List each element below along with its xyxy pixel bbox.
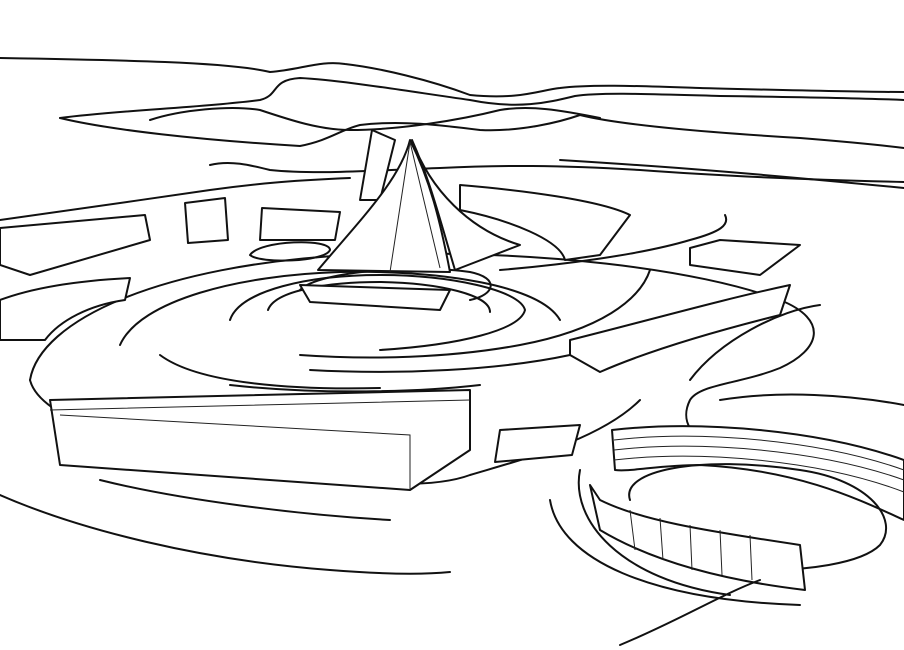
back-bench xyxy=(259,207,341,241)
step-lines xyxy=(613,435,904,493)
plaza-far-edge xyxy=(559,159,904,189)
inner-pool xyxy=(299,268,492,301)
sail-monument xyxy=(299,129,521,311)
ring-2 xyxy=(159,354,381,390)
ring-6 xyxy=(299,269,651,359)
right-arc-bench xyxy=(459,184,631,261)
sail-right xyxy=(411,139,521,271)
ring-right xyxy=(499,214,728,271)
landscape-outlines xyxy=(0,57,904,221)
shoreline-inner xyxy=(59,77,904,119)
sail-base-block xyxy=(299,284,451,311)
ring-7 xyxy=(309,354,571,373)
pond-inner xyxy=(149,106,601,131)
far-right-bench xyxy=(689,239,801,276)
front-block-edge xyxy=(49,399,471,490)
mid-slab xyxy=(494,424,581,463)
shoreline-top xyxy=(0,57,904,98)
path-line xyxy=(619,579,761,646)
ground-line xyxy=(209,161,904,183)
back-left-wall xyxy=(184,197,229,244)
ground-line-2 xyxy=(0,177,351,221)
amphitheater-front-wall xyxy=(589,484,806,591)
plaza-outer-ring xyxy=(29,252,815,446)
right-edge-curve xyxy=(689,304,904,406)
amphitheater-pit xyxy=(628,463,887,571)
front-block xyxy=(49,389,471,491)
amphitheater-steps xyxy=(611,425,904,521)
left-arc-bench xyxy=(0,277,131,341)
ring-3 xyxy=(119,270,561,346)
foreground-arc-2 xyxy=(99,479,391,521)
wall-ribs xyxy=(629,509,753,581)
foreground-arc-1 xyxy=(0,494,451,575)
right-curved-bench xyxy=(569,284,791,373)
left-block xyxy=(0,214,151,276)
pond-edge xyxy=(59,114,904,149)
sail-seam xyxy=(389,141,441,273)
benches xyxy=(0,184,801,491)
back-pool xyxy=(249,241,331,262)
ring-8 xyxy=(229,384,481,393)
ring-4 xyxy=(229,274,526,351)
amphitheater-outer xyxy=(549,469,801,606)
foreground xyxy=(0,304,904,575)
amphitheater xyxy=(549,425,904,646)
